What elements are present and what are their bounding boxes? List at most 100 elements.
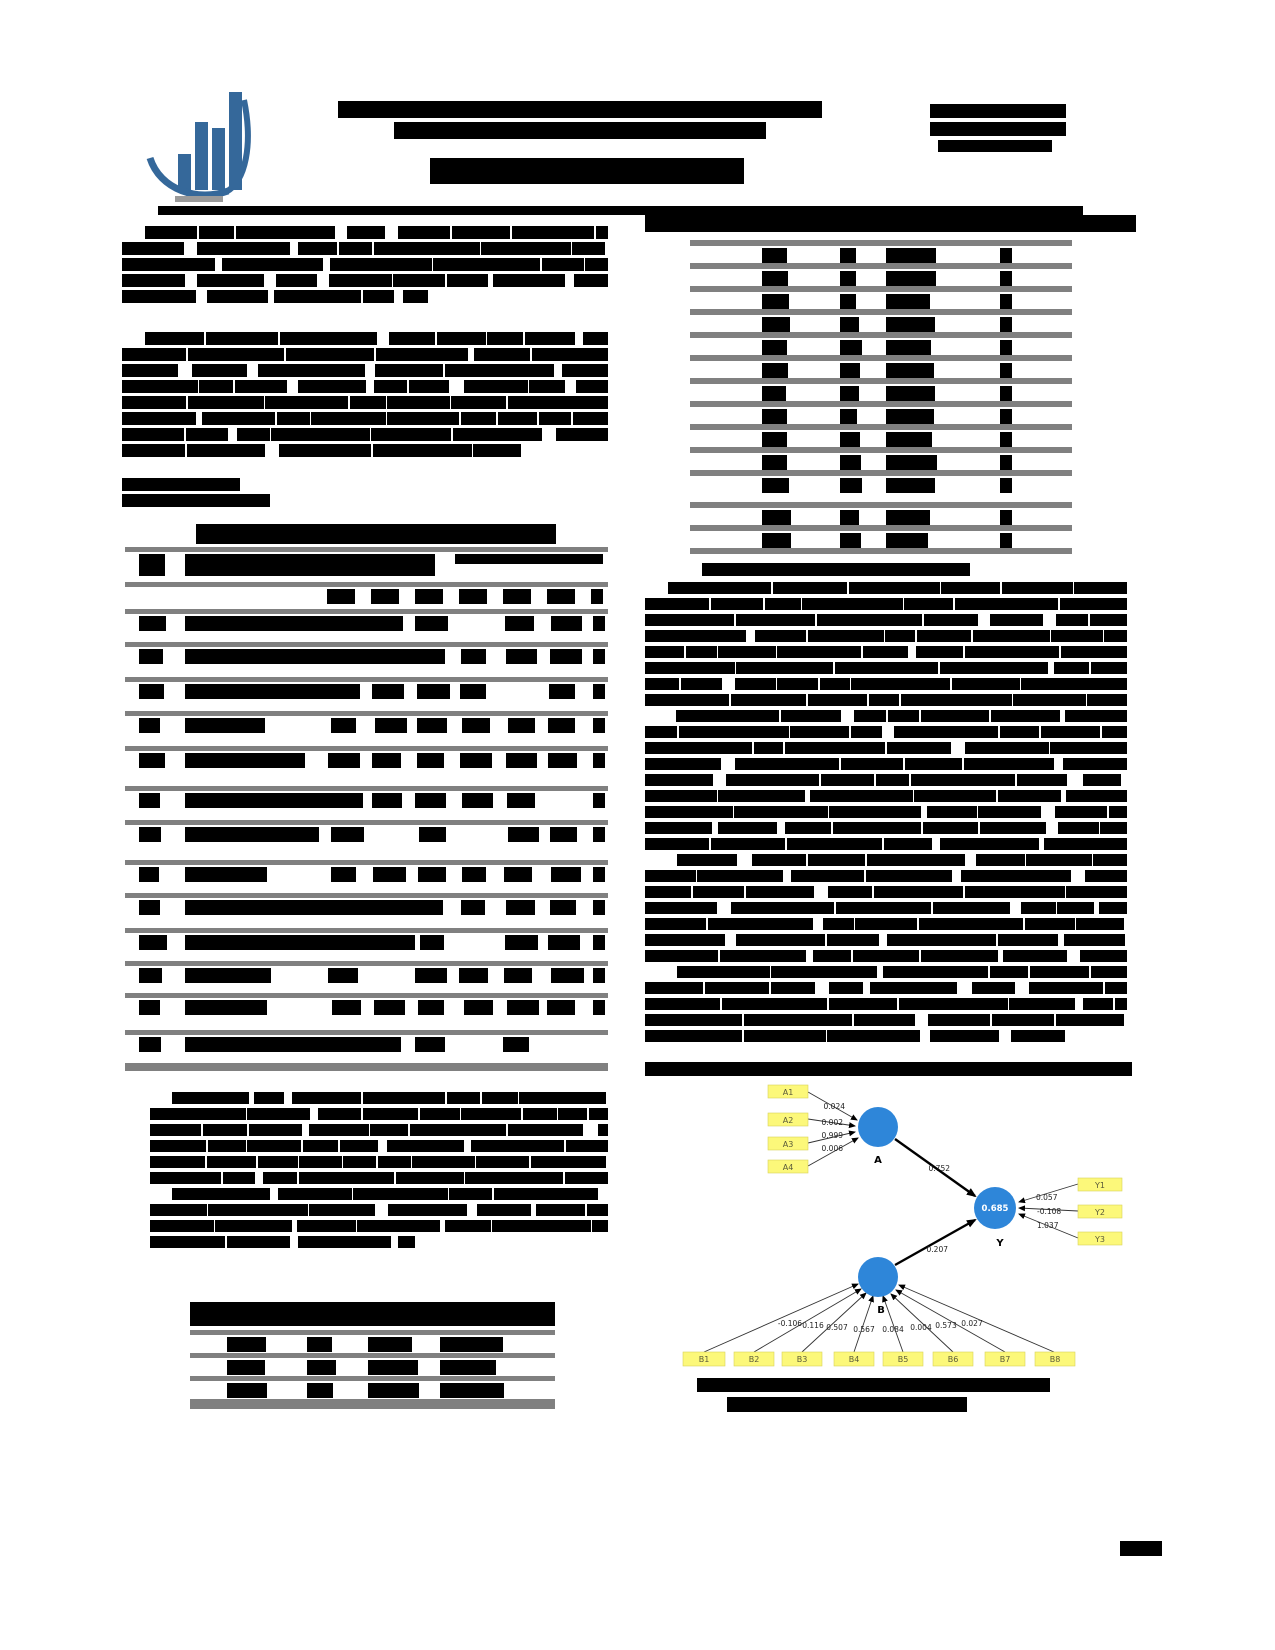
paragraph-below-table1-redacted	[150, 1092, 608, 1252]
redaction-segment	[923, 822, 979, 834]
redaction-segment	[150, 1220, 214, 1232]
redaction-segment	[1059, 598, 1127, 610]
redaction-segment	[1076, 918, 1125, 930]
loading-Y3: 1.037	[1037, 1221, 1059, 1230]
loading-B1: -0.106	[778, 1319, 802, 1328]
table-cell-redacted	[139, 1000, 160, 1015]
redaction-segment	[248, 1124, 302, 1136]
table-cell-redacted	[440, 1383, 504, 1398]
redaction-segment	[529, 380, 565, 393]
indicator-B4-label: B4	[849, 1355, 860, 1364]
redaction-segment	[419, 1108, 460, 1120]
redaction-segment	[680, 678, 722, 690]
redacted-text-line	[122, 444, 608, 457]
redaction-segment	[350, 396, 386, 409]
redaction-segment	[1029, 982, 1104, 994]
table-cell-redacted	[372, 753, 401, 768]
redaction-segment	[784, 822, 832, 834]
redaction-segment	[247, 1140, 302, 1152]
redaction-segment	[645, 790, 717, 802]
redaction-segment	[939, 838, 1040, 850]
redaction-segment	[745, 886, 815, 898]
redaction-segment	[807, 694, 868, 706]
redaction-segment	[708, 918, 814, 930]
redaction-segment	[1050, 742, 1127, 754]
table-cell-redacted	[591, 589, 603, 604]
redaction-segment	[1030, 966, 1089, 978]
redaction-segment	[997, 934, 1059, 946]
redaction-segment	[965, 646, 1059, 658]
loading-B8: 0.027	[961, 1319, 983, 1328]
redaction-segment	[1100, 822, 1127, 834]
redaction-segment	[978, 806, 1041, 818]
table-cell-redacted	[505, 616, 535, 631]
redaction-segment	[1064, 934, 1126, 946]
table-cell-redacted	[459, 968, 488, 983]
table-cell-redacted	[416, 684, 450, 699]
redaction-segment	[122, 242, 185, 255]
redaction-segment	[927, 1014, 991, 1026]
indicator-B1: B1	[682, 1351, 726, 1367]
table-row-redacted	[125, 933, 608, 966]
latent-Y-label: Y	[995, 1238, 1004, 1249]
table-cell-redacted	[504, 968, 532, 983]
loading-Y1: 0.057	[1036, 1193, 1058, 1202]
table-cell-redacted	[368, 1360, 418, 1375]
redaction-segment	[471, 1140, 565, 1152]
redacted-text-line	[645, 694, 1127, 706]
redaction-segment	[171, 1188, 271, 1200]
table-cell-redacted	[886, 478, 935, 493]
table-cell-redacted	[460, 900, 485, 915]
redaction-segment	[841, 758, 904, 770]
redaction-segment	[915, 646, 964, 658]
table-cell-redacted	[593, 827, 605, 842]
redaction-segment	[676, 966, 770, 978]
redaction-segment	[493, 274, 566, 287]
redaction-segment	[863, 646, 908, 658]
redaction-segment	[122, 396, 187, 409]
redaction-segment	[710, 838, 786, 850]
redaction-segment	[473, 444, 521, 457]
redacted-text-line	[150, 1204, 608, 1216]
table-cell-redacted	[1000, 294, 1012, 309]
abstract-paragraph-redacted	[122, 226, 608, 306]
redaction-segment	[887, 742, 951, 754]
right-column-heading-redacted	[645, 215, 1136, 232]
table-cell-redacted	[461, 718, 490, 733]
redaction-segment	[412, 1156, 475, 1168]
indicator-B4: B4	[833, 1351, 875, 1367]
indicator-B2-label: B2	[749, 1355, 760, 1364]
table-cell-redacted	[762, 248, 788, 263]
loading-B3: 0.507	[826, 1323, 848, 1332]
redaction-segment	[476, 1204, 531, 1216]
table-row-redacted	[690, 269, 1072, 292]
table-cell-redacted	[185, 1037, 395, 1052]
redaction-segment	[279, 332, 377, 345]
redaction-segment	[645, 886, 692, 898]
redaction-segment	[449, 1188, 493, 1200]
table-cell-redacted	[461, 649, 487, 664]
redaction-segment	[437, 332, 486, 345]
journal-title-line1-redacted	[338, 101, 822, 118]
redaction-segment	[447, 1092, 481, 1104]
redaction-segment	[754, 630, 806, 642]
redaction-segment	[734, 758, 840, 770]
path-A4-A	[807, 1137, 859, 1167]
table-cell-redacted	[1000, 533, 1012, 548]
table-cell-redacted	[139, 684, 164, 699]
table-cell-redacted	[840, 386, 859, 401]
table-cell-redacted	[372, 793, 403, 808]
redaction-segment	[1114, 998, 1127, 1010]
redacted-text-line	[122, 428, 608, 441]
indicator-B8-label: B8	[1050, 1355, 1061, 1364]
redaction-segment	[278, 444, 371, 457]
indicator-B2: B2	[733, 1351, 775, 1367]
table-cell-redacted	[368, 1383, 419, 1398]
table-row-redacted	[125, 614, 608, 647]
redaction-segment	[370, 1124, 409, 1136]
redacted-text-line	[645, 934, 1127, 946]
redaction-segment	[645, 774, 713, 786]
redacted-text-line	[645, 854, 1127, 866]
redacted-text-line	[645, 1014, 1127, 1026]
loading-B6: 0.004	[910, 1323, 932, 1332]
